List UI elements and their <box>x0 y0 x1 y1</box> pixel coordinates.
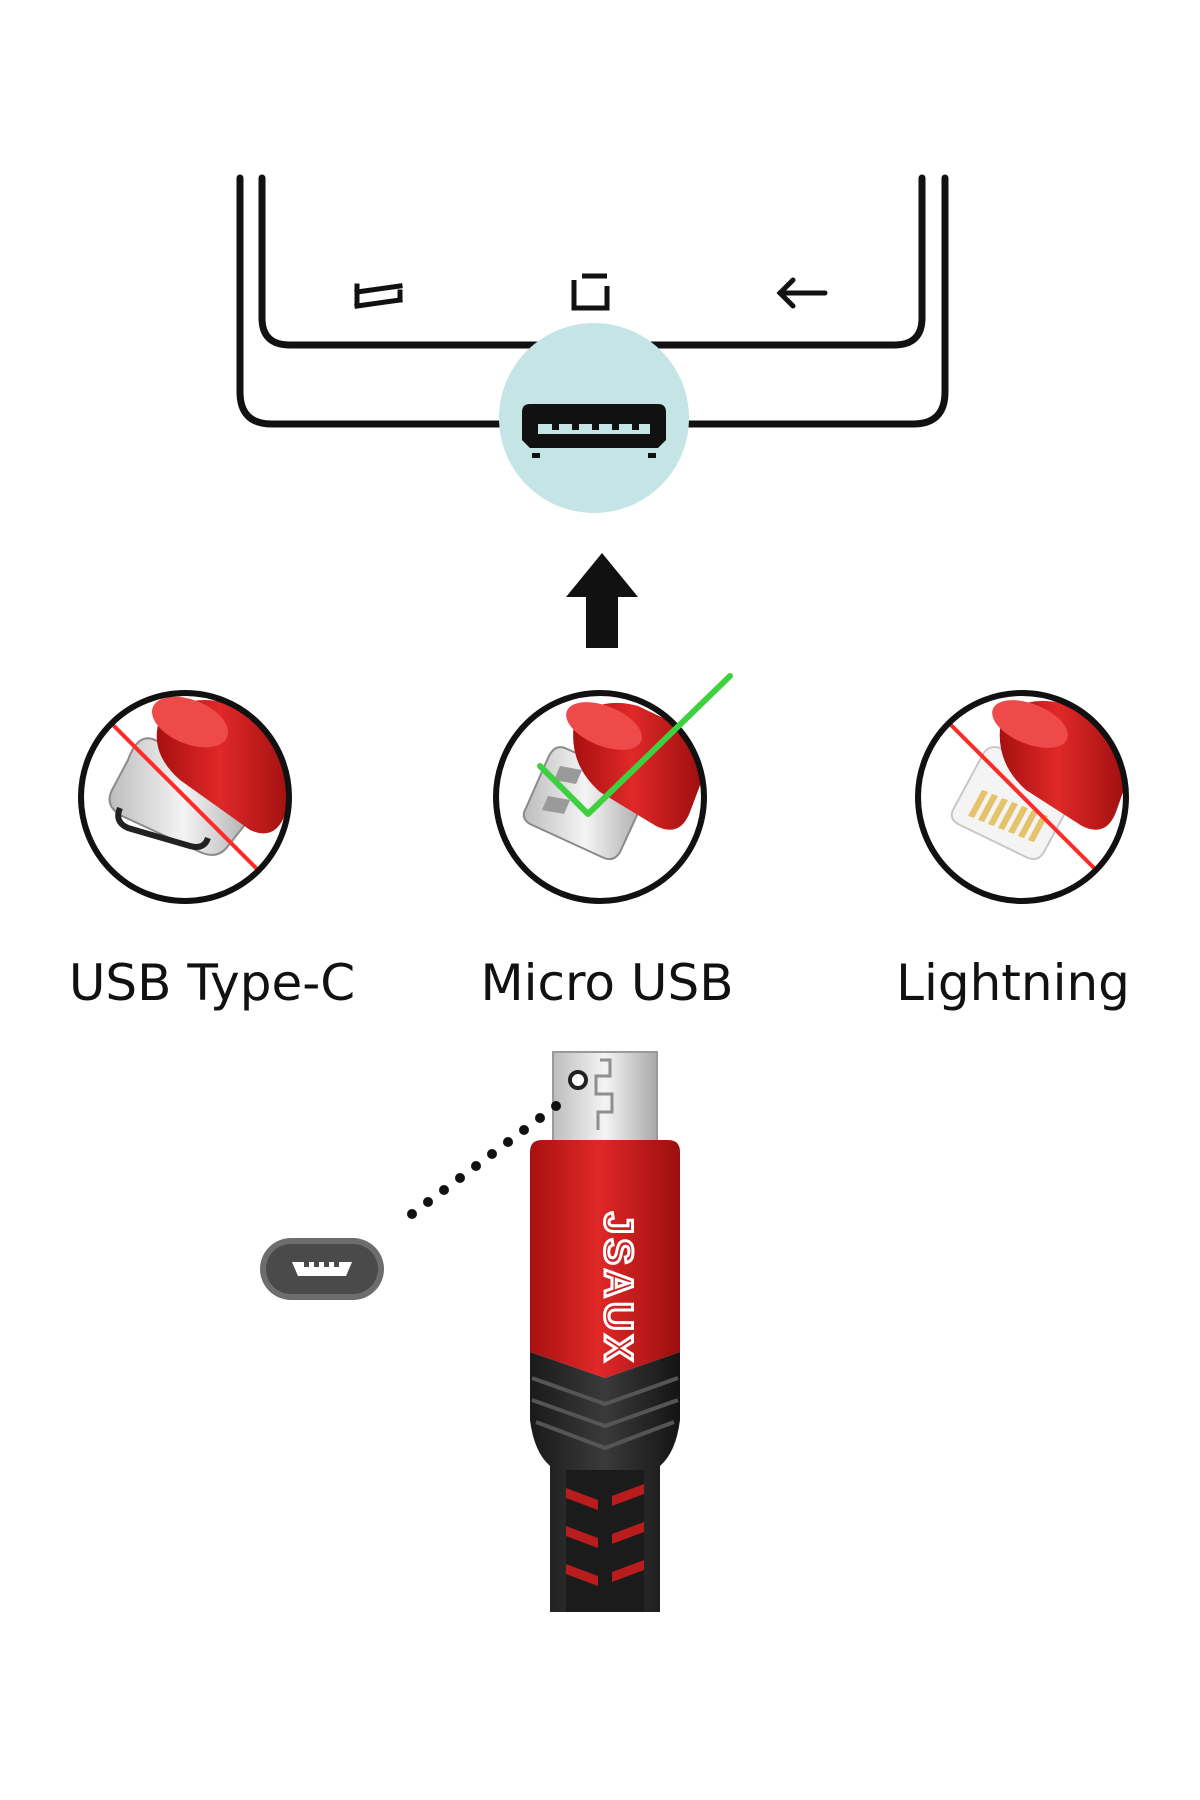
dotted-pointer-line <box>407 1101 561 1219</box>
recent-apps-icon <box>354 283 403 309</box>
lightning-label: Lightning <box>896 954 1130 1012</box>
checkmark-icon <box>537 673 733 817</box>
usb-type-c-connector-icon <box>78 690 292 904</box>
up-arrow-icon <box>566 553 638 648</box>
micro-usb-cable: JSAUX <box>530 1051 680 1612</box>
micro-usb-label: Micro USB <box>480 954 733 1012</box>
micro-usb-port <box>499 323 689 513</box>
home-icon <box>571 273 610 311</box>
micro-usb-connector-icon <box>493 673 733 904</box>
lightning-connector-icon <box>915 690 1129 904</box>
brand-logo: JSAUX <box>596 1212 640 1365</box>
usb-type-c-label: USB Type-C <box>69 954 355 1012</box>
back-icon <box>776 277 828 309</box>
micro-usb-port-detail-icon <box>260 1238 384 1300</box>
